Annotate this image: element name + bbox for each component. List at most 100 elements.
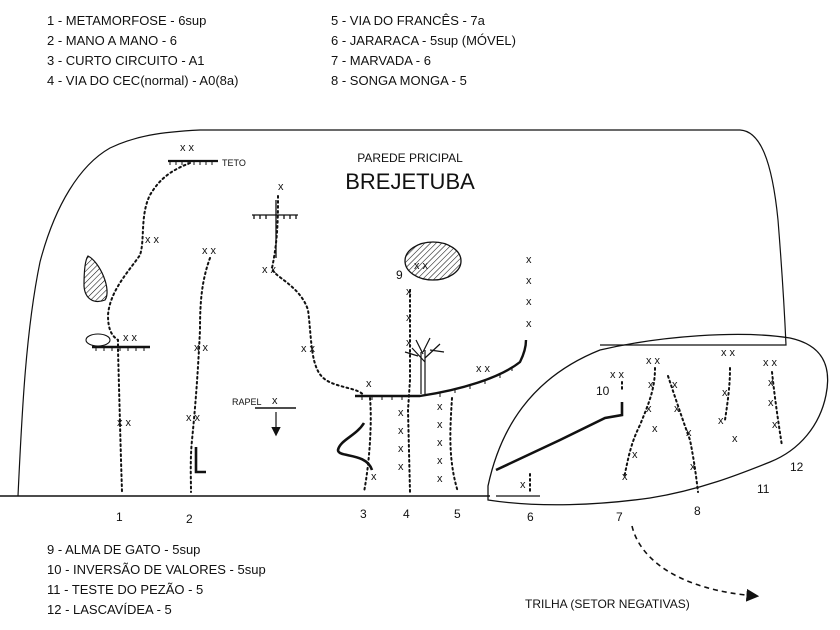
bolt: x x xyxy=(180,142,195,154)
bolt: x xyxy=(437,473,443,485)
trilha-label: TRILHA (SETOR NEGATIVAS) xyxy=(525,597,690,611)
right-boulder-outline xyxy=(487,333,829,506)
bolt: x xyxy=(526,296,532,308)
bolt: x xyxy=(398,425,404,437)
bolt: x x xyxy=(763,357,778,369)
bolt: x xyxy=(437,455,443,467)
route-3-line xyxy=(363,397,372,493)
teto-label: TETO xyxy=(222,158,246,168)
bolt: x x xyxy=(145,234,160,246)
crack-route-3 xyxy=(336,422,374,471)
trilha-arrow xyxy=(631,525,760,602)
bolt: x xyxy=(632,449,638,461)
bolt: x xyxy=(371,471,377,483)
route-number-7: 7 xyxy=(616,510,623,524)
route-route-3-4-line xyxy=(270,195,365,397)
route-4-line xyxy=(406,289,411,493)
route-number-6: 6 xyxy=(527,510,534,524)
legend-item: 9 - ALMA DE GATO - 5sup xyxy=(47,542,201,557)
hatched-hold-route-9 xyxy=(404,241,462,281)
bolt: x x xyxy=(414,260,429,272)
bolt: x xyxy=(526,275,532,287)
bolt: x xyxy=(690,461,696,473)
route-number-1: 1 xyxy=(116,510,123,524)
bolt: x xyxy=(406,312,412,324)
bolt: x x xyxy=(202,245,217,257)
bolt: x x xyxy=(646,355,661,367)
legend-routes-5-8: 5 - VIA DO FRANCÊS - 7a 6 - JARARACA - 5… xyxy=(331,11,516,91)
main-wall-outline xyxy=(17,129,787,497)
route-number-3: 3 xyxy=(360,507,367,521)
bolt: x xyxy=(674,403,680,415)
bolt: x xyxy=(366,378,372,390)
bolt: x xyxy=(722,387,728,399)
tree xyxy=(404,337,445,394)
bolt: x xyxy=(672,379,678,391)
bolt: x x xyxy=(117,417,132,429)
bolt: x x xyxy=(476,363,491,375)
bolt: x xyxy=(768,397,774,409)
bolt: x xyxy=(398,443,404,455)
route-1-line xyxy=(106,162,191,493)
bolt: x xyxy=(437,401,443,413)
bolt: x xyxy=(406,286,412,298)
bolt: x xyxy=(646,403,652,415)
bolt: x xyxy=(772,419,778,431)
route-number-12: 12 xyxy=(790,460,804,474)
legend-item: 12 - LASCAVÍDEA - 5 xyxy=(47,602,172,617)
bolt: x xyxy=(622,471,628,483)
legend-item: 2 - MANO A MANO - 6 xyxy=(47,33,178,48)
bolt: x xyxy=(398,407,404,419)
route-number-9: 9 xyxy=(396,268,403,282)
hatched-flake-left xyxy=(83,255,108,303)
route-11-line xyxy=(724,367,731,421)
route-12-line xyxy=(771,371,783,447)
legend-item: 1 - METAMORFOSE - 6sup xyxy=(47,13,207,28)
bolt: x x xyxy=(123,332,138,344)
route-number-2: 2 xyxy=(186,512,193,526)
bolt: x x xyxy=(186,412,201,424)
bolt: x xyxy=(278,181,284,193)
left-ledge-fringe xyxy=(95,347,145,351)
bolt: x xyxy=(272,395,278,407)
bolt: x xyxy=(648,379,654,391)
main-ledge-fringe xyxy=(361,367,513,400)
route-number-10: 10 xyxy=(596,384,610,398)
legend-item: 3 - CURTO CIRCUITO - A1 xyxy=(47,53,205,68)
bolt: x xyxy=(520,479,526,491)
bolt: x xyxy=(732,433,738,445)
bolt: x xyxy=(768,377,774,389)
legend-item: 8 - SONGA MONGA - 5 xyxy=(331,73,467,88)
bolt: x xyxy=(437,419,443,431)
crack-route-2 xyxy=(194,447,206,474)
legend-item: 5 - VIA DO FRANCÊS - 7a xyxy=(331,13,485,28)
bolt: x xyxy=(652,423,658,435)
bolt: x x xyxy=(262,264,277,276)
route-number-5: 5 xyxy=(454,507,461,521)
cross-anchor xyxy=(252,200,298,258)
legend-item: 11 - TESTE DO PEZÃO - 5 xyxy=(47,582,204,597)
bolt: x xyxy=(526,254,532,266)
bolt: x xyxy=(437,437,443,449)
route-number-11: 11 xyxy=(757,482,770,496)
legend-routes-1-4: 1 - METAMORFOSE - 6sup 2 - MANO A MANO -… xyxy=(47,11,238,91)
route-2-line xyxy=(189,257,211,493)
legend-item: 4 - VIA DO CEC(normal) - A0(8a) xyxy=(47,73,239,88)
wall-title: BREJETUBA xyxy=(345,169,475,194)
main-ledge xyxy=(355,339,528,398)
bolt-marks: x x x x x x x x x x x x x x x x x x x x … xyxy=(117,142,778,491)
route-number-8: 8 xyxy=(694,504,701,518)
wall-subtitle: PAREDE PRICIPAL xyxy=(357,151,463,165)
route-lines xyxy=(106,162,783,493)
bolt: x x xyxy=(194,342,209,354)
rapel-label: RAPEL xyxy=(232,397,262,407)
legend-item: 10 - INVERSÃO DE VALORES - 5sup xyxy=(47,562,266,577)
legend-item: 6 - JARARACA - 5sup (MÓVEL) xyxy=(331,33,516,48)
bolt: x xyxy=(406,337,412,349)
legend-routes-9-12: 9 - ALMA DE GATO - 5sup 10 - INVERSÃO DE… xyxy=(47,540,266,620)
bolt: x x xyxy=(301,343,316,355)
bolt: x xyxy=(526,318,532,330)
route-7-line xyxy=(623,367,656,479)
ledge-rock xyxy=(85,333,111,347)
